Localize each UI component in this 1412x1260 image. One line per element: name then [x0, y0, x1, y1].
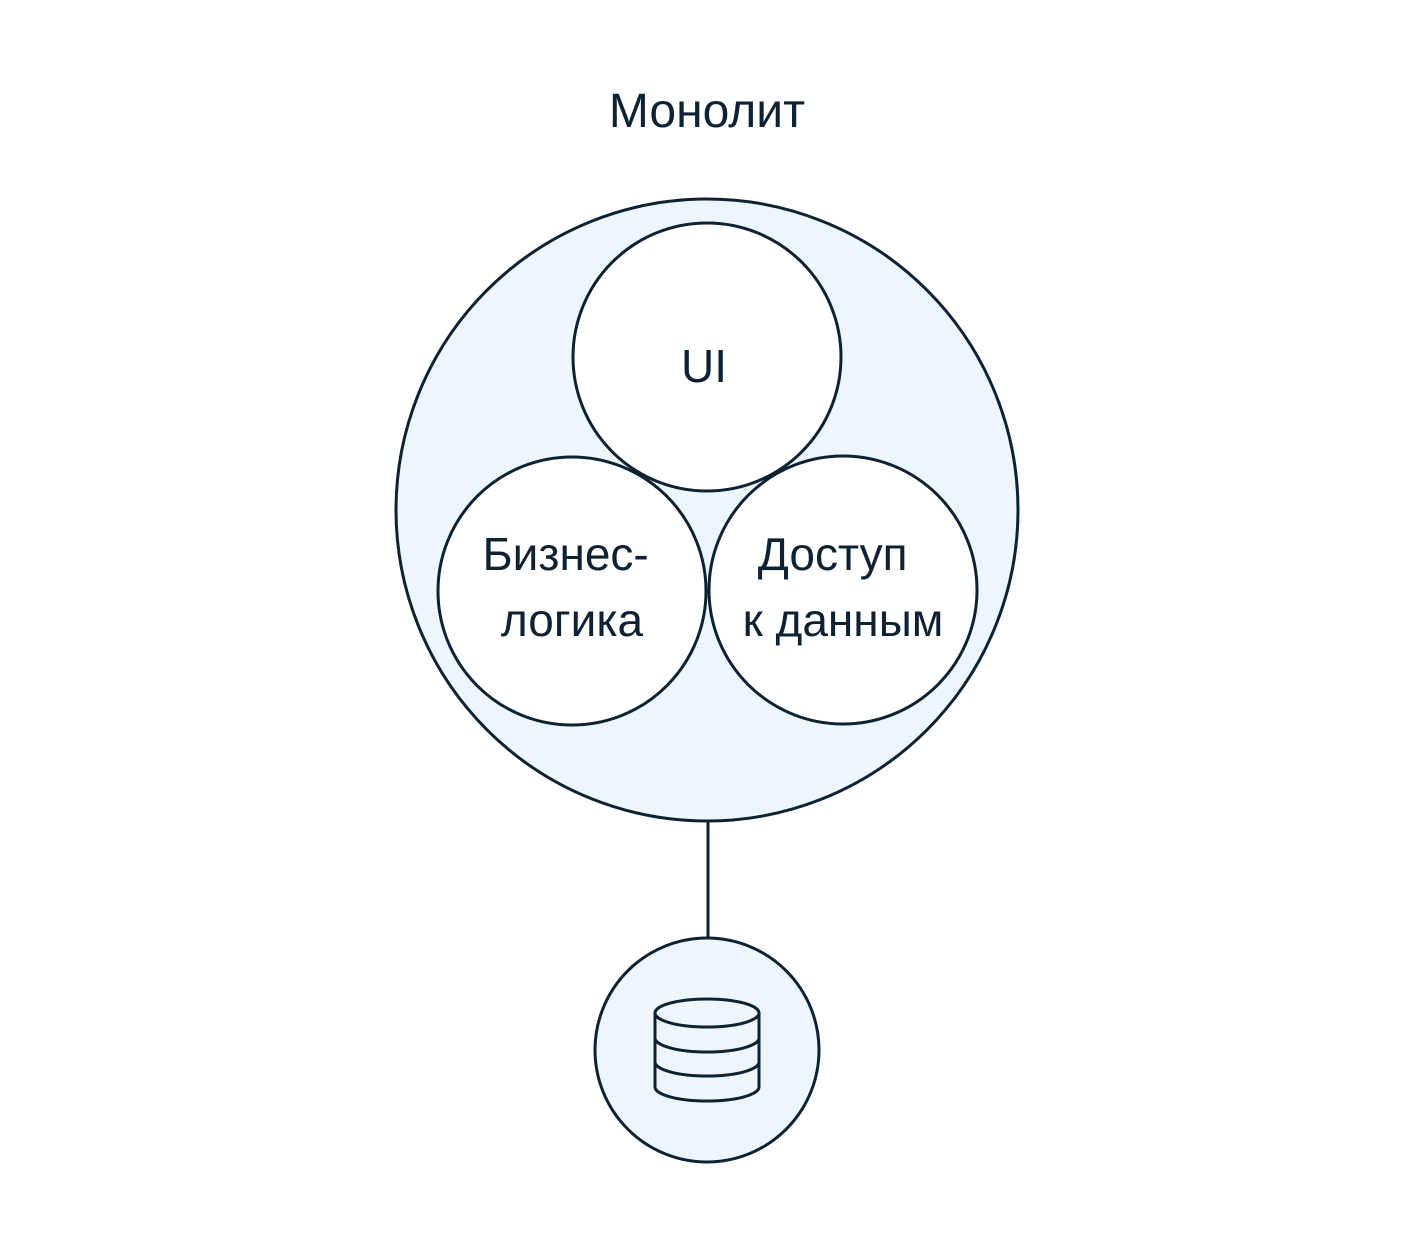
- data-access-component: Доступ к данным: [707, 454, 979, 726]
- business-logic-label-line2: логика: [501, 594, 644, 646]
- database-node: [593, 936, 821, 1164]
- data-access-circle: [707, 454, 979, 726]
- business-logic-circle: [436, 455, 708, 727]
- database-circle: [593, 936, 821, 1164]
- monolith-container: UI Бизнес- логика Доступ к данным: [394, 197, 1020, 823]
- ui-component: UI: [571, 221, 843, 493]
- data-access-label-line2: к данным: [743, 594, 944, 646]
- ui-label: UI: [681, 340, 727, 392]
- business-logic-label: Бизнес- логика: [482, 528, 661, 646]
- database-icon: [653, 997, 761, 1103]
- ui-circle: [571, 221, 843, 493]
- diagram-title: Монолит: [609, 85, 805, 138]
- data-access-label-line1: Доступ: [758, 528, 908, 580]
- data-access-label: Доступ к данным: [743, 528, 944, 646]
- business-logic-label-line1: Бизнес-: [482, 528, 648, 580]
- business-logic-component: Бизнес- логика: [436, 455, 708, 727]
